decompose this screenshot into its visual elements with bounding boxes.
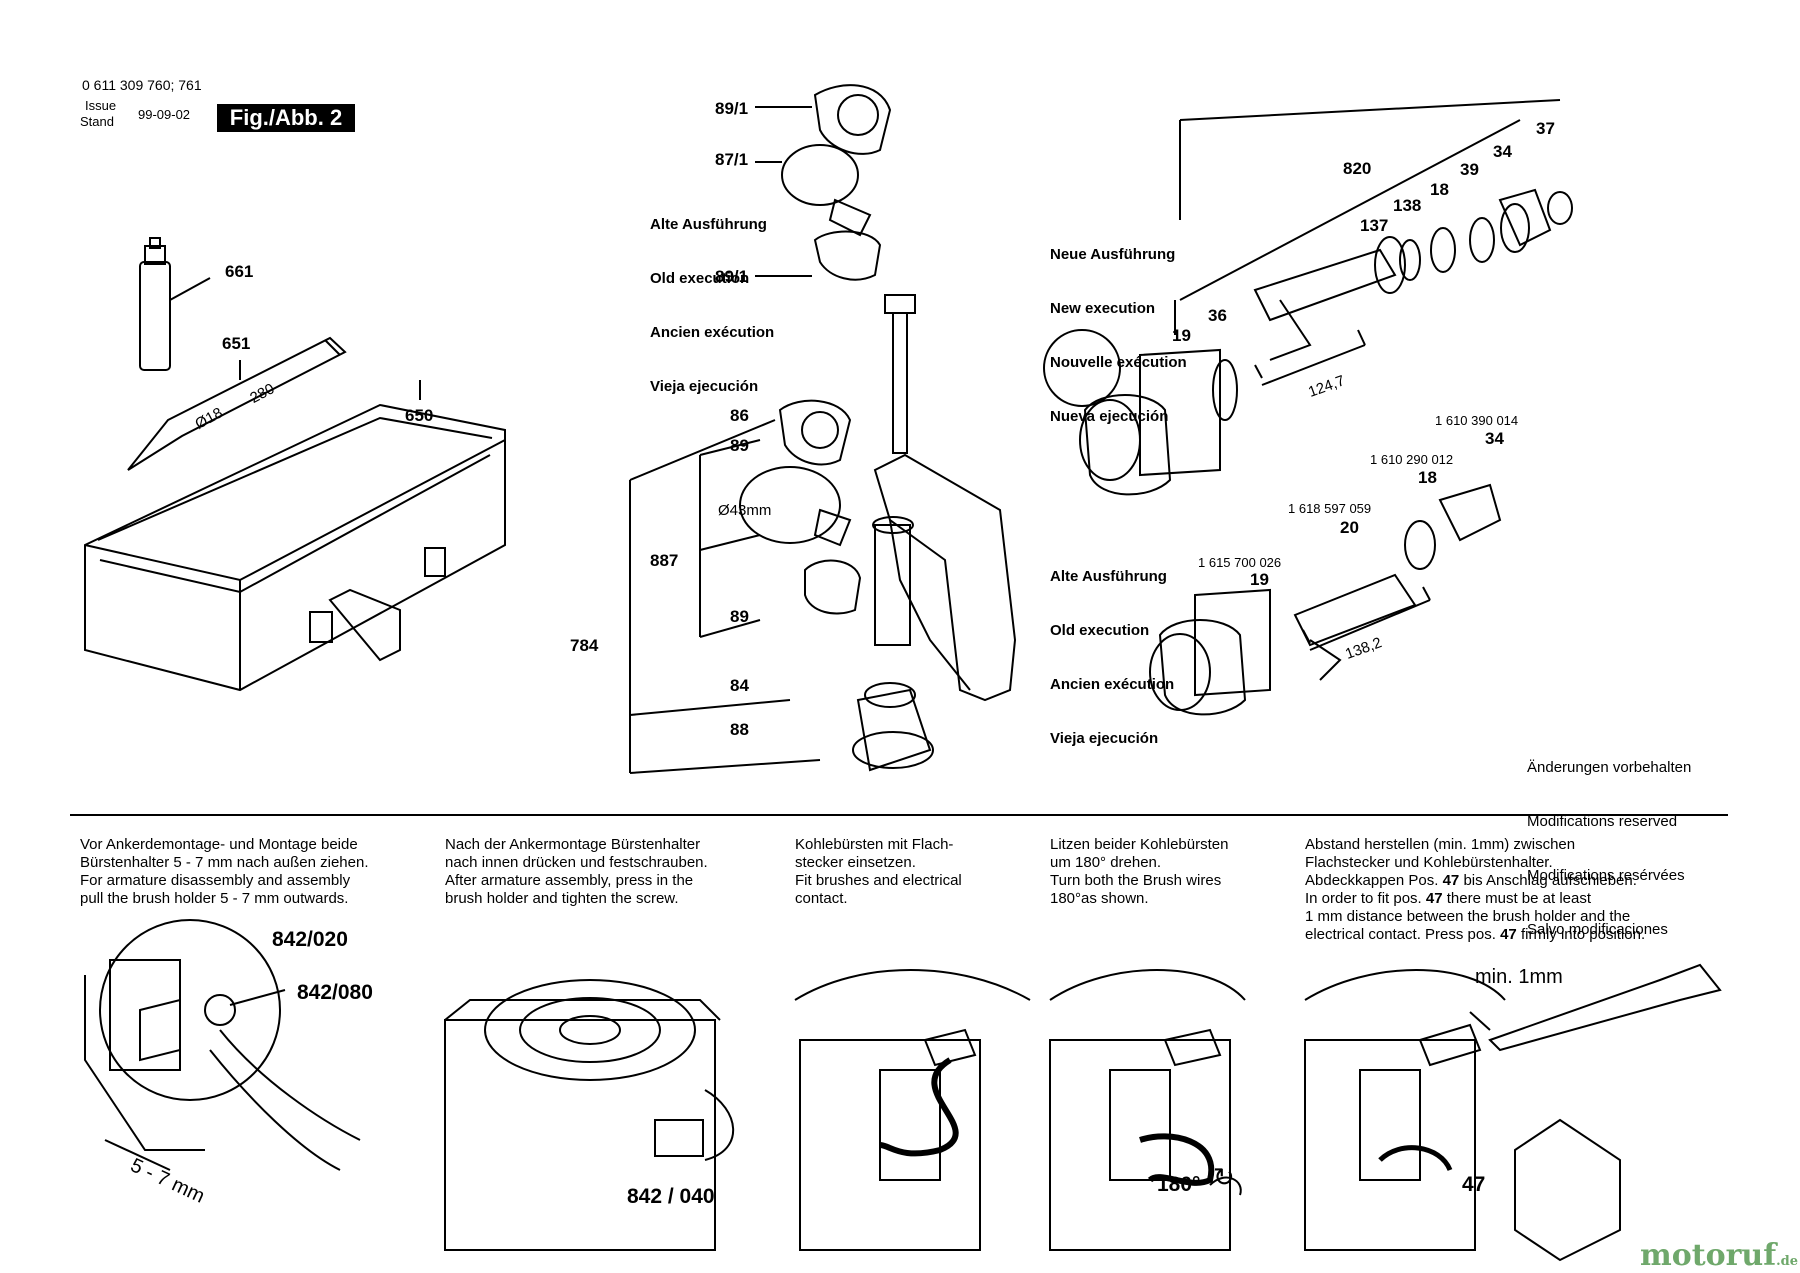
new-execution-label: Neue Ausführung New execution Nouvelle e… [1050, 210, 1187, 444]
step1-drawing [84, 919, 361, 1171]
figure-number: Fig./Abb. 2 [217, 104, 355, 132]
part-label-19-b: 19 [1250, 570, 1269, 589]
old-exec-de: Alte Ausführung [650, 216, 767, 233]
part-label-84: 84 [730, 676, 749, 695]
stand-label: Stand [80, 114, 114, 129]
part-label-19-a: 19 [1172, 326, 1191, 345]
instruction-step-4: Litzen beider Kohlebürsten um 180° drehe… [1050, 836, 1229, 907]
old-exec2-fr: Ancien exécution [1050, 676, 1175, 693]
step2-drawing [444, 979, 735, 1251]
part-label-89-1-top: 89/1 [715, 99, 749, 118]
old-exec2-en: Old execution [1050, 622, 1150, 639]
part-label-784: 784 [570, 636, 599, 655]
step4-drawing [1049, 969, 1246, 1251]
side-handle-784 [852, 294, 1017, 772]
i5-part-a: Abstand herstellen (min. 1mm) zwischen F… [1305, 836, 1576, 889]
step3-drawing [794, 969, 1031, 1251]
part-label-820: 820 [1343, 159, 1372, 178]
i5-part-b: bis Anschlag aufschieben. In order to fi… [1305, 872, 1637, 907]
grease-tube-661 [139, 237, 211, 371]
part-label-18-a: 18 [1430, 180, 1449, 199]
part-label-89-1-bottom: 89/1 [715, 267, 749, 286]
tool-case-650 [84, 380, 506, 692]
part-label-39: 39 [1460, 160, 1479, 179]
issue-label: Issue [85, 98, 117, 113]
instruction-step-3: Kohlebürsten mit Flach- stecker einsetze… [795, 836, 962, 907]
old-exec2-de: Alte Ausführung [1050, 568, 1167, 585]
watermark: motoruf.de [1640, 1238, 1798, 1273]
part-label-138: 138 [1393, 196, 1422, 215]
mod-fr: Modifications resérvées [1527, 867, 1685, 884]
part-label-20: 20 [1340, 518, 1359, 537]
issue-date: 99-09-02 [138, 107, 191, 122]
part-label-650: 650 [405, 406, 434, 425]
watermark-tld: .de [1776, 1254, 1799, 1269]
spindle-assembly-old [1149, 483, 1502, 716]
part-label-36: 36 [1208, 306, 1227, 325]
new-exec-en: New execution [1050, 300, 1156, 317]
old-execution-label-1: Alte Ausführung Old execution Ancien exé… [650, 180, 774, 414]
part-label-842-080: 842/080 [297, 981, 373, 1004]
part-label-89-b: 89 [730, 607, 749, 626]
i5-pos-47-c: 47 [1500, 926, 1517, 943]
part-label-86: 86 [730, 406, 749, 425]
old-execution-label-2: Alte Ausführung Old execution Ancien exé… [1050, 532, 1174, 766]
mod-es: Salvo modificaciones [1527, 921, 1668, 938]
part-label-34-a: 34 [1493, 142, 1512, 161]
part-label-47: 47 [1462, 1173, 1486, 1196]
instruction-step-2: Nach der Ankermontage Bürstenhalter nach… [445, 836, 708, 907]
part-label-137: 137 [1360, 216, 1389, 235]
old-exec-en: Old execution [650, 270, 750, 287]
instruction-step-5: Abstand herstellen (min. 1mm) zwischen F… [1305, 836, 1645, 944]
collar-clamp-lower [629, 399, 862, 774]
part-label-651: 651 [222, 334, 251, 353]
watermark-main: motoruf [1640, 1238, 1777, 1273]
old-exec-es: Vieja ejecución [650, 378, 759, 395]
modifications-notice: Änderungen vorbehalten Modifications res… [1527, 723, 1691, 957]
i5-pos-47-b: 47 [1425, 890, 1443, 907]
step5-drawing [1304, 963, 1722, 1262]
new-exec-de: Neue Ausführung [1050, 246, 1176, 263]
part-label-89-a: 89 [730, 436, 749, 455]
chisel-651 [127, 336, 347, 471]
part-number-1-618-597-059: 1 618 597 059 [1288, 501, 1372, 516]
angle-180-deg: 180° [1157, 1173, 1201, 1196]
part-label-88: 88 [730, 720, 749, 739]
part-label-37-a: 37 [1536, 119, 1555, 138]
collar-clamp-upper [755, 84, 892, 281]
rotate-arrow-icon: ↻ [1213, 1162, 1235, 1192]
part-numbers: 0 611 309 760; 761 [82, 77, 202, 93]
new-exec-fr: Nouvelle exécution [1050, 354, 1187, 371]
i5-part-c: there must be at least 1 mm distance bet… [1305, 890, 1631, 943]
part-label-18-b: 18 [1418, 468, 1437, 487]
old-exec2-es: Vieja ejecución [1050, 730, 1159, 747]
part-label-842-020: 842/020 [272, 928, 348, 951]
part-number-1-615-700-026: 1 615 700 026 [1198, 555, 1282, 570]
new-exec-es: Nueva ejecución [1050, 408, 1169, 425]
mod-en: Modifications reserved [1527, 813, 1678, 830]
i5-part-d: firmly into position. [1516, 926, 1646, 943]
part-label-842-040: 842 / 040 [627, 1185, 715, 1208]
diameter-43mm: Ø43mm [718, 502, 772, 519]
old-exec-fr: Ancien exécution [650, 324, 775, 341]
instruction-step-1: Vor Ankerdemontage- und Montage beide Bü… [80, 836, 369, 907]
mod-de: Änderungen vorbehalten [1527, 759, 1692, 776]
part-label-661: 661 [225, 262, 254, 281]
part-label-87-1: 87/1 [715, 150, 749, 169]
part-number-1-610-290-012: 1 610 290 012 [1370, 452, 1454, 467]
i5-pos-47-a: 47 [1442, 872, 1460, 889]
min-distance-1mm: min. 1mm [1475, 966, 1563, 988]
part-label-34-b: 34 [1485, 429, 1504, 448]
spindle-assembly-new [1043, 99, 1573, 496]
part-number-1-610-390-014: 1 610 390 014 [1435, 413, 1519, 428]
part-label-887: 887 [650, 551, 679, 570]
